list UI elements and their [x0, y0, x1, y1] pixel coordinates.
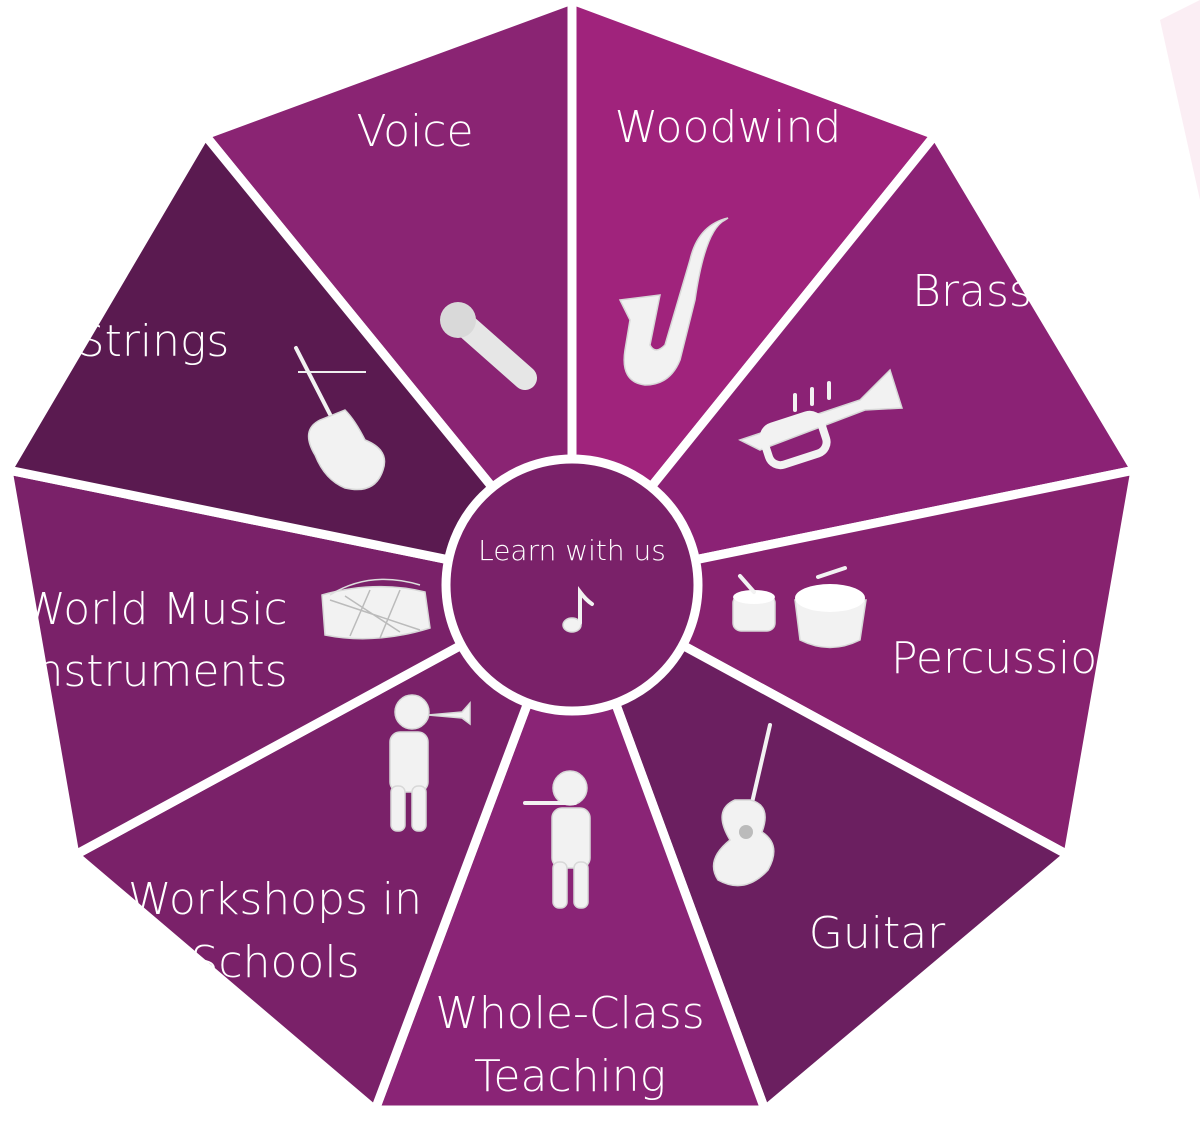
saxophone-icon — [618, 217, 729, 386]
label-percussion: Percussion — [891, 633, 1125, 684]
label-guitar: Guitar — [809, 908, 946, 959]
microphone-icon — [440, 302, 537, 390]
world-drum-icon — [321, 578, 431, 640]
guitar-icon — [712, 723, 775, 887]
trumpet-player-icon — [389, 694, 471, 832]
label-world-music-line1: World Music — [22, 584, 287, 635]
center-hub[interactable] — [441, 454, 703, 716]
label-brass: Brass — [912, 266, 1032, 317]
label-whole-class-line2: Teaching — [474, 1051, 666, 1102]
label-whole-class-line1: Whole-Class — [435, 988, 704, 1039]
label-workshops-line2: Schools — [191, 937, 360, 988]
violin-icon — [294, 346, 386, 491]
drums-icon — [732, 566, 867, 649]
center-title: Learn with us — [478, 534, 666, 567]
label-world-music-line2: Instruments — [22, 646, 287, 697]
trumpet-icon — [738, 368, 904, 470]
label-woodwind: Woodwind — [615, 102, 842, 153]
label-workshops-line1: Workshops in — [128, 874, 422, 925]
label-voice: Voice — [356, 106, 473, 157]
label-strings: Strings — [77, 316, 230, 367]
music-note-icon — [562, 586, 594, 633]
flute-player-icon — [523, 770, 591, 909]
decorative-streak — [1160, 0, 1200, 200]
segment-strings[interactable] — [0, 127, 584, 592]
